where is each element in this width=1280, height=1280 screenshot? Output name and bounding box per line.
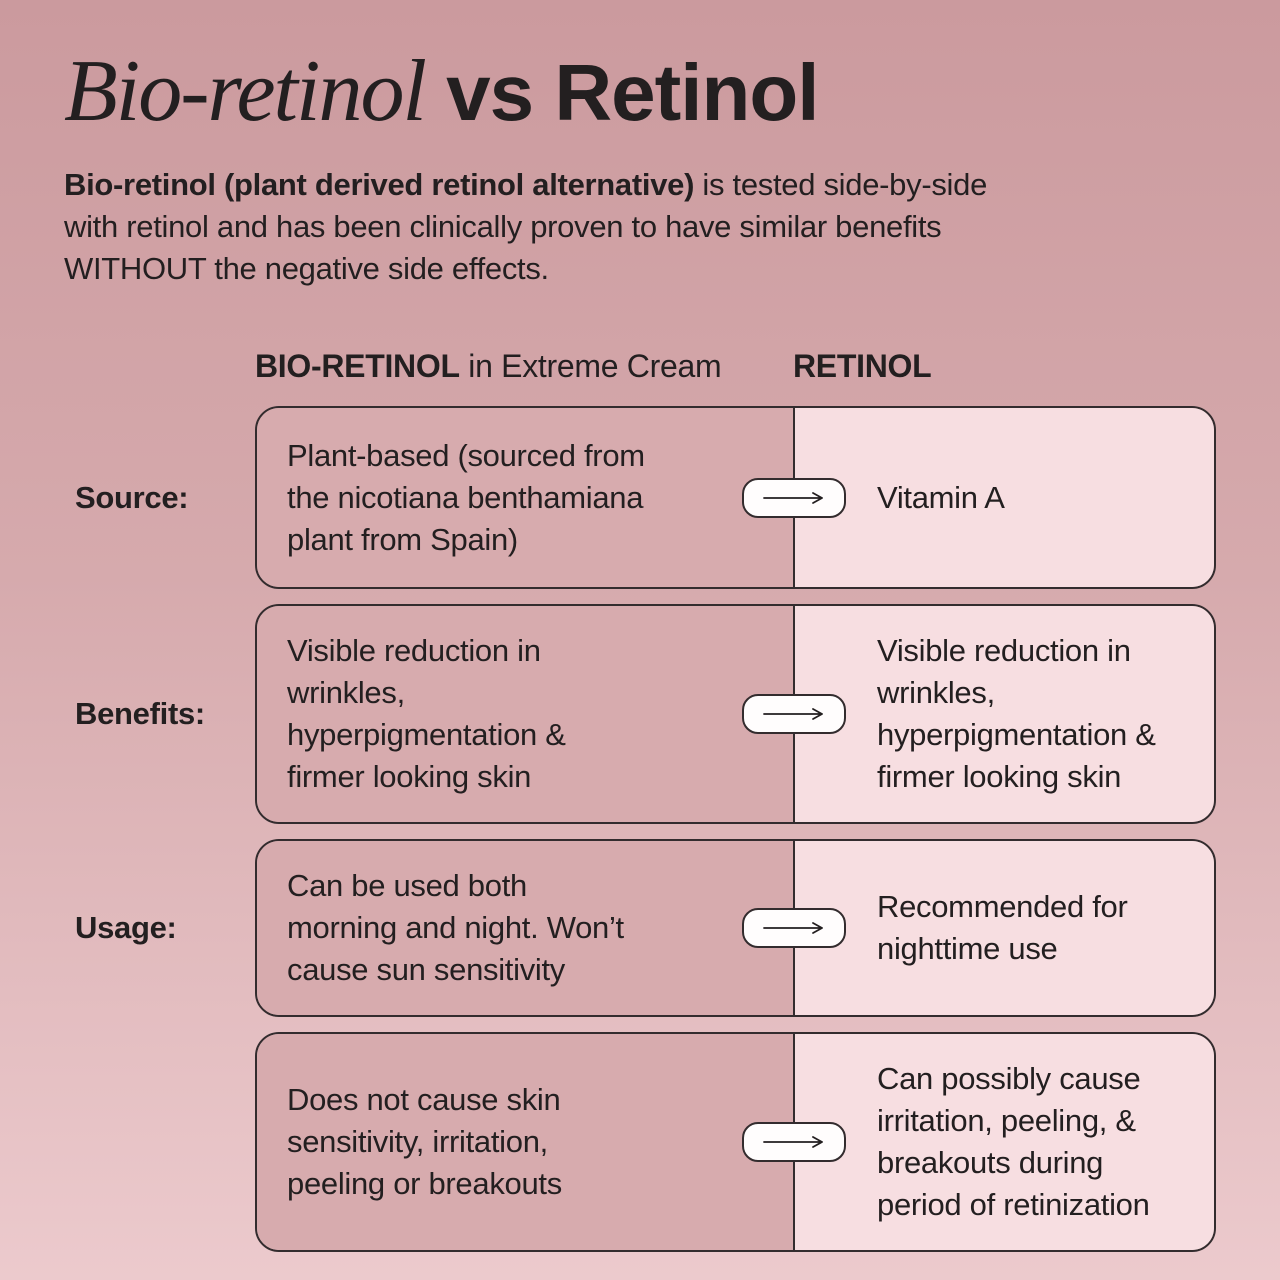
cell-text: Can possibly cause irritation, peeling, … bbox=[877, 1061, 1150, 1223]
row-label: Benefits: bbox=[75, 696, 205, 732]
arrow-right-icon bbox=[763, 491, 823, 504]
cell-text: Vitamin A bbox=[877, 479, 1005, 515]
cell-text: Recommended for nighttime use bbox=[877, 889, 1128, 967]
table-row-usage: Usage: Can be used both morning and nigh… bbox=[64, 839, 1216, 1018]
comparison-box: Can be used both morning and night. Won’… bbox=[255, 839, 1216, 1018]
cell-text: Visible reduction in wrinkles, hyperpigm… bbox=[287, 633, 566, 795]
retinol-cell: Recommended for nighttime use bbox=[793, 841, 1214, 1016]
comparison-box: Plant-based (sourced from the nicotiana … bbox=[255, 406, 1216, 590]
intro-paragraph: Bio-retinol (plant derived retinol alter… bbox=[64, 164, 1216, 290]
row-label: Usage: bbox=[75, 910, 177, 946]
table-column-headers: BIO-RETINOL in Extreme Cream RETINOL bbox=[255, 348, 1216, 384]
cell-text: Visible reduction in wrinkles, hyperpigm… bbox=[877, 633, 1156, 795]
cell-text: Does not cause skin sensitivity, irritat… bbox=[287, 1082, 562, 1202]
table-row-source: Source: Plant-based (sourced from the ni… bbox=[64, 406, 1216, 590]
comparison-box: Visible reduction in wrinkles, hyperpigm… bbox=[255, 604, 1216, 825]
arrow-right-pill bbox=[742, 694, 846, 735]
comparison-table: Source: Plant-based (sourced from the ni… bbox=[64, 406, 1216, 1253]
table-row-side-effects: Does not cause skin sensitivity, irritat… bbox=[64, 1032, 1216, 1253]
bio-retinol-cell: Visible reduction in wrinkles, hyperpigm… bbox=[257, 606, 793, 823]
column-header-retinol: RETINOL bbox=[793, 348, 932, 385]
row-label: Source: bbox=[75, 479, 189, 515]
arrow-right-icon bbox=[763, 708, 823, 721]
table-row-benefits: Benefits: Visible reduction in wrinkles,… bbox=[64, 604, 1216, 825]
cell-text: Can be used both morning and night. Won’… bbox=[287, 868, 624, 988]
page-title: Bio-retinol vs Retinol bbox=[64, 43, 1216, 140]
bio-retinol-cell: Does not cause skin sensitivity, irritat… bbox=[257, 1034, 793, 1251]
retinol-cell: Can possibly cause irritation, peeling, … bbox=[793, 1034, 1214, 1251]
bio-retinol-cell: Can be used both morning and night. Won’… bbox=[257, 841, 793, 1016]
column-header-retinol-name: RETINOL bbox=[793, 348, 932, 385]
arrow-right-icon bbox=[763, 922, 823, 935]
arrow-right-pill bbox=[742, 477, 846, 518]
arrow-right-icon bbox=[763, 1136, 823, 1149]
comparison-box: Does not cause skin sensitivity, irritat… bbox=[255, 1032, 1216, 1253]
bio-retinol-cell: Plant-based (sourced from the nicotiana … bbox=[257, 408, 793, 588]
intro-lead-bold: Bio-retinol (plant derived retinol alter… bbox=[64, 167, 695, 203]
intro-body: is tested side-by-side with retinol and … bbox=[64, 167, 988, 287]
arrow-right-pill bbox=[742, 908, 846, 949]
column-header-bio-retinol-name: BIO-RETINOL bbox=[255, 348, 460, 385]
title-vs-retinol: vs Retinol bbox=[424, 48, 819, 137]
retinol-cell: Visible reduction in wrinkles, hyperpigm… bbox=[793, 606, 1214, 823]
column-header-bio-retinol-suffix: in Extreme Cream bbox=[459, 348, 722, 385]
retinol-cell: Vitamin A bbox=[793, 408, 1214, 588]
arrow-right-pill bbox=[742, 1122, 846, 1163]
column-header-bio-retinol: BIO-RETINOL in Extreme Cream bbox=[255, 348, 793, 384]
cell-text: Plant-based (sourced from the nicotiana … bbox=[287, 437, 645, 557]
title-bio-retinol: Bio-retinol bbox=[64, 43, 427, 140]
